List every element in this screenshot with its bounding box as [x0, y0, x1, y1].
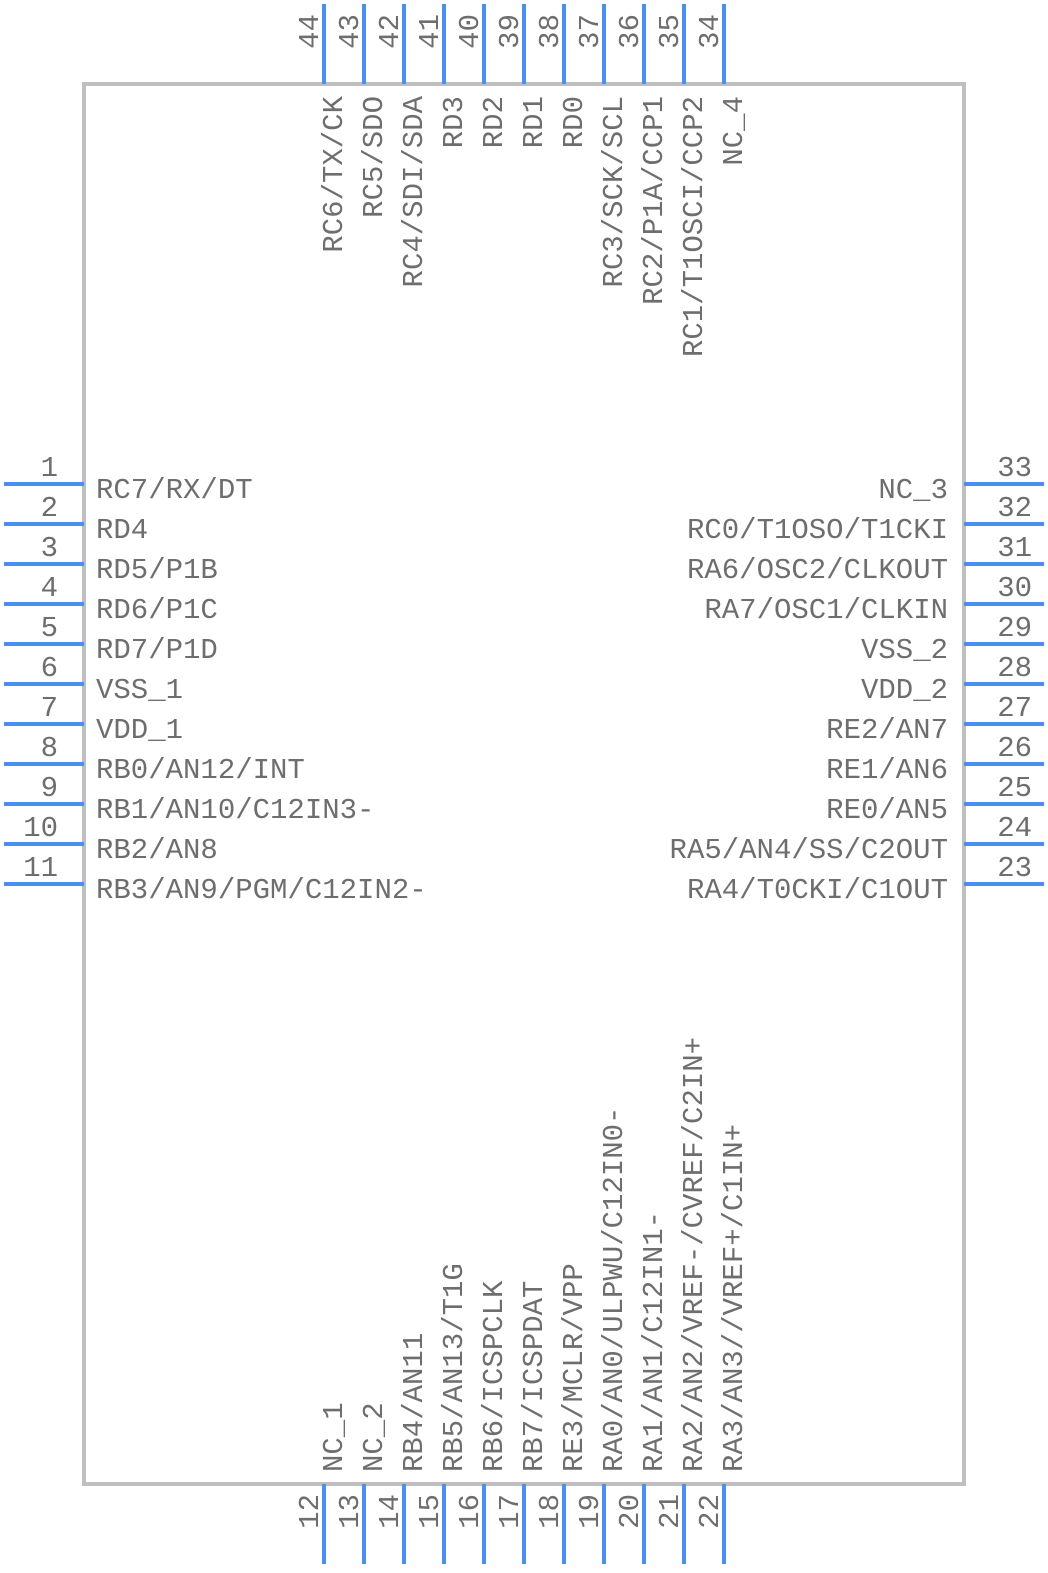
pin-1-name: RC7/RX/DT: [96, 474, 253, 507]
pin-16-number: 16: [454, 1494, 487, 1529]
pin-14-number: 14: [374, 1494, 407, 1529]
pin-12-name: NC_1: [318, 1402, 351, 1472]
pin-35-name: RC1/T1OSCI/CCP2: [678, 96, 711, 357]
pin-41-name: RD3: [438, 96, 471, 148]
pin-36-number: 36: [614, 14, 647, 49]
pin-28-number: 28: [997, 652, 1032, 685]
pin-37-number: 37: [574, 14, 607, 49]
pin-14-name: RB4/AN11: [398, 1333, 431, 1472]
pin-9-number: 9: [41, 772, 58, 805]
pin-10-number: 10: [23, 812, 58, 845]
pin-40-number: 40: [454, 14, 487, 49]
pin-26-name: RE1/AN6: [826, 754, 948, 787]
pin-40-name: RD2: [478, 96, 511, 148]
pin-33-name: NC_3: [878, 474, 948, 507]
pin-31-number: 31: [997, 532, 1032, 565]
pin-38-number: 38: [534, 14, 567, 49]
pin-24-number: 24: [997, 812, 1032, 845]
pin-30-name: RA7/OSC1/CLKIN: [704, 594, 948, 627]
pins-group: 1RC7/RX/DT2RD43RD5/P1B4RD6/P1C5RD7/P1D6V…: [4, 4, 1044, 1564]
pin-12-number: 12: [294, 1494, 327, 1529]
pin-10-name: RB2/AN8: [96, 834, 218, 867]
pin-44-number: 44: [294, 14, 327, 49]
pin-37-name: RC3/SCK/SCL: [598, 96, 631, 287]
pin-6-number: 6: [41, 652, 58, 685]
pin-44-name: RC6/TX/CK: [318, 95, 351, 252]
pin-6-name: VSS_1: [96, 674, 183, 707]
pin-39-name: RD1: [518, 96, 551, 148]
pin-2-name: RD4: [96, 514, 148, 547]
pin-42-number: 42: [374, 14, 407, 49]
pin-1-number: 1: [41, 452, 58, 485]
pin-22-number: 22: [694, 1494, 727, 1529]
pin-42-name: RC4/SDI/SDA: [398, 95, 431, 287]
pin-22-name: RA3/AN3//VREF+/C1IN+: [718, 1124, 751, 1472]
pin-18-number: 18: [534, 1494, 567, 1529]
pin-24-name: RA5/AN4/SS/C2OUT: [670, 834, 948, 867]
pin-28-name: VDD_2: [861, 674, 948, 707]
pin-19-name: RA0/AN0/ULPWU/C12IN0-: [598, 1107, 631, 1472]
pin-21-name: RA2/AN2/VREF-/CVREF/C2IN+: [678, 1037, 711, 1472]
pin-30-number: 30: [997, 572, 1032, 605]
pin-7-number: 7: [41, 692, 58, 725]
pin-41-number: 41: [414, 14, 447, 49]
pin-3-name: RD5/P1B: [96, 554, 218, 587]
pin-36-name: RC2/P1A/CCP1: [638, 96, 671, 305]
pin-23-name: RA4/T0CKI/C1OUT: [687, 874, 948, 907]
pin-3-number: 3: [41, 532, 58, 565]
pin-38-name: RD0: [558, 96, 591, 148]
pin-27-name: RE2/AN7: [826, 714, 948, 747]
pin-34-name: NC_4: [718, 96, 751, 166]
pin-13-number: 13: [334, 1494, 367, 1529]
pin-20-name: RA1/AN1/C12IN1-: [638, 1211, 671, 1472]
pin-16-name: RB6/ICSPCLK: [478, 1280, 511, 1472]
pin-17-name: RB7/ICSPDAT: [518, 1281, 551, 1472]
pin-8-number: 8: [41, 732, 58, 765]
pin-5-number: 5: [41, 612, 58, 645]
pin-13-name: NC_2: [358, 1402, 391, 1472]
pin-18-name: RE3/MCLR/VPP: [558, 1263, 591, 1472]
pin-43-name: RC5/SDO: [358, 96, 391, 218]
pin-21-number: 21: [654, 1494, 687, 1529]
pin-39-number: 39: [494, 14, 527, 49]
pin-26-number: 26: [997, 732, 1032, 765]
pin-4-number: 4: [41, 572, 58, 605]
pin-11-name: RB3/AN9/PGM/C12IN2-: [96, 874, 427, 907]
pin-20-number: 20: [614, 1494, 647, 1529]
pin-43-number: 43: [334, 14, 367, 49]
pin-23-number: 23: [997, 852, 1032, 885]
pin-15-number: 15: [414, 1494, 447, 1529]
pin-9-name: RB1/AN10/C12IN3-: [96, 794, 374, 827]
pin-15-name: RB5/AN13/T1G: [438, 1263, 471, 1472]
pin-34-number: 34: [694, 14, 727, 49]
pin-25-name: RE0/AN5: [826, 794, 948, 827]
pin-31-name: RA6/OSC2/CLKOUT: [687, 554, 948, 587]
pin-32-name: RC0/T1OSO/T1CKI: [687, 514, 948, 547]
pin-33-number: 33: [997, 452, 1032, 485]
pin-11-number: 11: [23, 852, 58, 885]
pin-32-number: 32: [997, 492, 1032, 525]
pin-29-name: VSS_2: [861, 634, 948, 667]
pin-35-number: 35: [654, 14, 687, 49]
pin-2-number: 2: [41, 492, 58, 525]
pin-25-number: 25: [997, 772, 1032, 805]
pin-4-name: RD6/P1C: [96, 594, 218, 627]
pin-8-name: RB0/AN12/INT: [96, 754, 305, 787]
pin-29-number: 29: [997, 612, 1032, 645]
pin-7-name: VDD_1: [96, 714, 183, 747]
pin-5-name: RD7/P1D: [96, 634, 218, 667]
pin-19-number: 19: [574, 1494, 607, 1529]
pin-27-number: 27: [997, 692, 1032, 725]
pin-17-number: 17: [494, 1494, 527, 1529]
